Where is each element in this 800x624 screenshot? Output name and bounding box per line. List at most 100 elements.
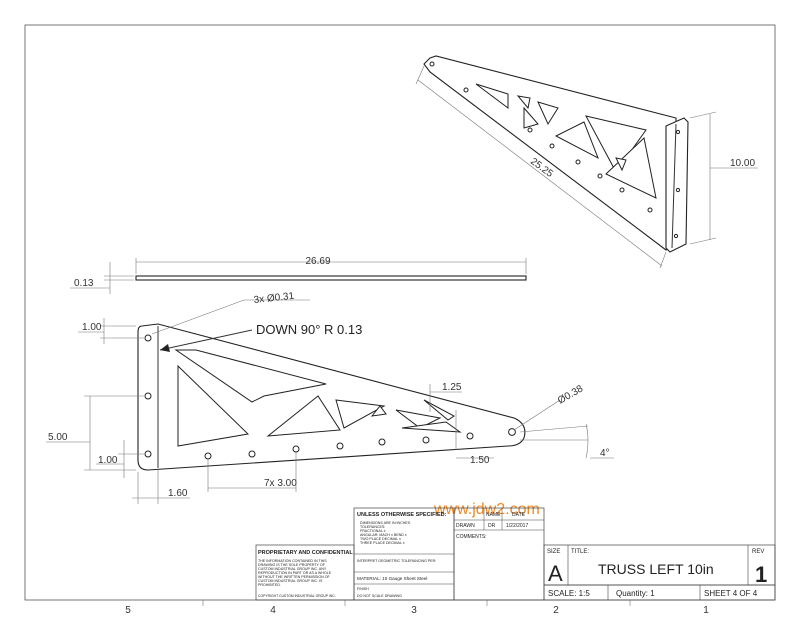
date-header: DATE (512, 512, 526, 518)
iso-hole (527, 127, 533, 133)
iso-hole (675, 129, 681, 135)
truss-hole (336, 442, 344, 450)
iso-dim-line (415, 65, 425, 85)
iso-hole (575, 159, 581, 165)
height-dim: 5.00 (48, 432, 68, 443)
spec-line: TOLERANCES: (360, 525, 385, 529)
iso-hole (673, 233, 679, 239)
iso-hole (619, 187, 625, 193)
hole-callout: 3x Ø0.31 (253, 291, 295, 306)
bend-arrow (160, 344, 170, 352)
bend-note: DOWN 90° R 0.13 (256, 322, 362, 337)
rev-label: REV (752, 549, 764, 555)
unless-note: UNLESS OTHERWISE SPECIFIED: (357, 512, 447, 518)
iso-hole (675, 187, 681, 193)
title-block: PROPRIETARY AND CONFIDENTIAL THE INFORMA… (255, 507, 776, 601)
spec-line: THREE PLACE DECIMAL ± (360, 541, 405, 545)
spec-line: TWO PLACE DECIMAL ± (360, 537, 401, 541)
iso-hole (647, 207, 653, 213)
thickness-dim: 0.13 (74, 278, 94, 289)
truss-cutout (335, 399, 386, 429)
edge-view: 26.69 0.13 (70, 256, 527, 294)
iso-dim-line (689, 111, 717, 119)
edge-top-dim: 1.00 (82, 322, 102, 333)
copyright: COPYRIGHT CUSTOM INDUSTRIAL GROUP INC. (258, 594, 336, 598)
drawing-title: TRUSS LEFT 10in (598, 561, 714, 577)
truss-hole (144, 334, 152, 342)
drawn-name: DR (488, 523, 496, 529)
comments-label: COMMENTS: (456, 534, 487, 540)
flat-length-dim: 26.69 (305, 256, 330, 267)
hole-leader (151, 299, 245, 335)
size-label: SIZE (547, 549, 560, 555)
angle-arc (585, 423, 589, 459)
truss-cutout (174, 349, 327, 403)
finish: FINISH (357, 587, 369, 591)
tip-offset-dim: 1.25 (442, 382, 462, 393)
do-not-scale: DO NOT SCALE DRAWING (357, 594, 402, 598)
scale-strip (543, 584, 776, 601)
tip-width-dim: 1.50 (470, 455, 490, 466)
proprietary-line: CUSTOM INDUSTRIAL GROUP INC. ANY (258, 567, 327, 571)
proprietary-line: PROHIBITED. (258, 583, 281, 587)
iso-flange (665, 117, 689, 253)
spec-line: FRACTIONAL ± (360, 529, 386, 533)
isometric-view: 25.25 10.00 (415, 55, 758, 269)
iso-cutout (554, 121, 599, 160)
iso-dim-line (689, 237, 717, 245)
interpret-note: INTERPRET GEOMETRIC TOLERANCING PER: (357, 559, 436, 563)
proprietary-line: THE INFORMATION CONTAINED IN THIS (258, 559, 327, 563)
truss-cutout (401, 421, 462, 433)
edge-plate (135, 275, 527, 281)
edge-bottom-dim: 1.00 (98, 455, 118, 466)
iso-height-dim: 10.00 (730, 158, 755, 169)
truss-hole (292, 445, 300, 453)
material: MATERIAL: 10 Gauge Sheet Steel (357, 576, 427, 581)
zone-label: 1 (703, 605, 709, 616)
edge-left-dim: 1.60 (168, 488, 188, 499)
iso-cutout (523, 106, 539, 129)
front-view: 3x Ø0.31 DOWN 90° R 0.13 1.00 5.00 1.00 … (46, 291, 614, 504)
iso-dim-line (417, 79, 663, 267)
iso-cutout (615, 157, 627, 172)
proprietary-title: PROPRIETARY AND CONFIDENTIAL (258, 550, 353, 556)
proprietary-line: CUSTOM INDUSTRIAL GROUP INC. IS (258, 579, 323, 583)
zone-label: 2 (553, 605, 559, 616)
angle-ext (519, 425, 589, 433)
proprietary-line: DRAWING IS THE SOLE PROPERTY OF (258, 563, 326, 567)
truss-hole (422, 436, 430, 444)
zone-label: 3 (411, 605, 417, 616)
iso-hole (429, 61, 435, 67)
truss-hole (508, 428, 516, 436)
truss-cutout (395, 409, 442, 429)
drawn-date: 1/22/2017 (506, 523, 528, 529)
dim-leader (513, 399, 561, 431)
proprietary-line: REPRODUCTION IN PART OR AS A WHOLE (258, 571, 332, 575)
hole-pitch-dim: 7x 3.00 (264, 478, 297, 489)
spec-line: ANGULAR: MACH ± BEND ± (360, 533, 407, 537)
size-value: A (548, 561, 563, 586)
title-label: TITLE: (571, 549, 589, 555)
iso-dim-line (659, 251, 667, 269)
truss-cutout (266, 395, 341, 437)
iso-flange-edge (671, 123, 677, 249)
rev-value: 1 (755, 562, 767, 587)
iso-cutout (516, 95, 531, 110)
name-header: NAME (486, 512, 501, 518)
truss-hole (248, 450, 256, 458)
iso-cutout (605, 137, 657, 199)
drawn-label: DRAWN (456, 523, 475, 529)
truss-cutout (370, 405, 387, 417)
watermark: www.jdw2.com (433, 501, 540, 518)
iso-hole (463, 87, 469, 93)
iso-cutout (475, 83, 509, 109)
truss-hole (144, 450, 152, 458)
sheet-text: SHEET 4 OF 4 (704, 589, 758, 598)
truss-hole (466, 432, 474, 440)
iso-cutout (537, 101, 559, 126)
truss-cutout (423, 399, 455, 421)
truss-hole (144, 392, 152, 400)
spec-line: DIMENSIONS ARE IN INCHES (360, 521, 411, 525)
iso-hole (597, 173, 603, 179)
